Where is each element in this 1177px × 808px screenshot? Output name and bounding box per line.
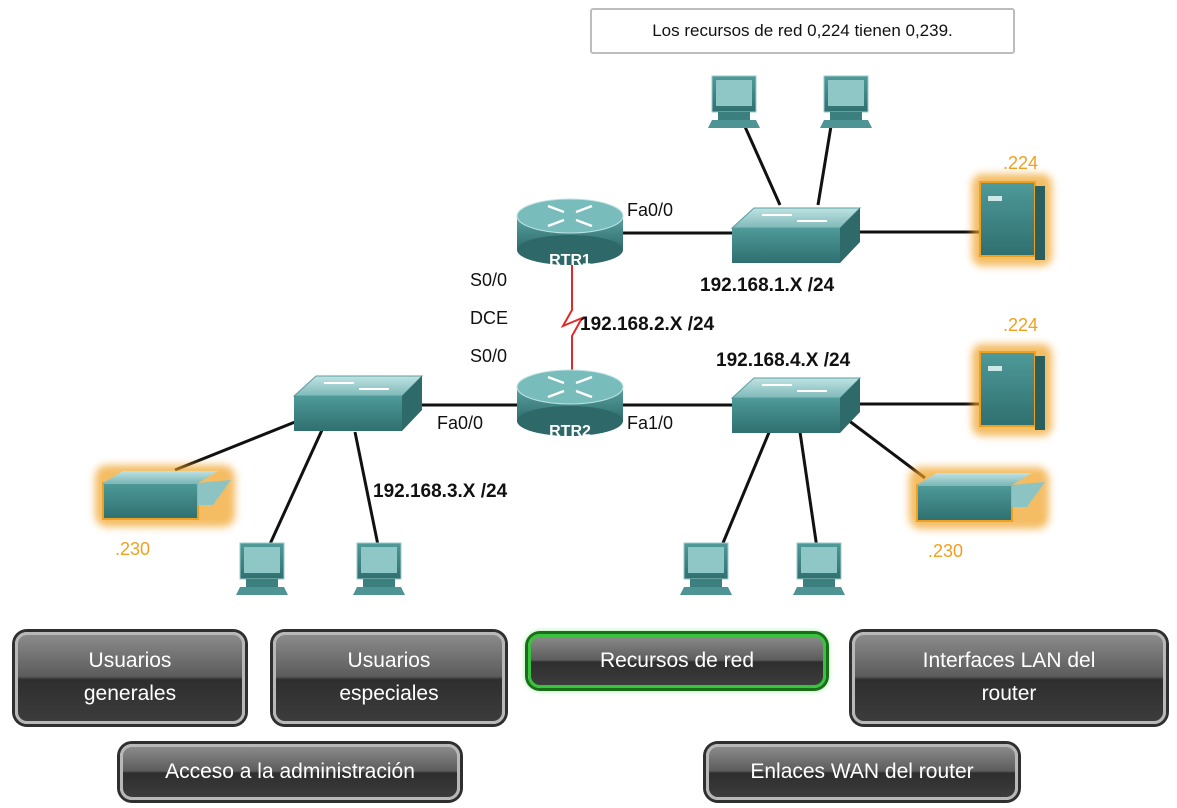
pc-5[interactable]	[236, 542, 288, 595]
router-rtr1[interactable]: RTR1	[516, 198, 624, 269]
network-4-label: 192.168.4.X /24	[716, 350, 851, 371]
server-top[interactable]	[972, 174, 1052, 266]
dce-label: DCE	[470, 308, 509, 328]
general-users-button[interactable]: Usuarios generales	[15, 632, 245, 724]
switch-1[interactable]	[730, 207, 862, 263]
server-bottom-address: .224	[1003, 315, 1039, 335]
router-lan-interfaces-button[interactable]: Interfaces LAN del router	[852, 632, 1166, 724]
router-rtr2-label: RTR2	[549, 423, 591, 440]
switch-2[interactable]	[730, 377, 862, 433]
network-links	[174, 119, 980, 556]
s0-0-top-label: S0/0	[470, 270, 508, 290]
special-users-button[interactable]: Usuarios especiales	[273, 632, 505, 724]
link-switch1-pc2	[816, 119, 834, 206]
link-switch2-printer2	[847, 418, 926, 480]
network-2-label: 192.168.2.X /24	[580, 314, 715, 335]
link-switch3-pc6	[353, 431, 382, 556]
rtr2-fa0-0-label: Fa0/0	[437, 413, 484, 433]
router-lan-line2: router	[981, 682, 1037, 705]
general-users-line1: Usuarios	[88, 649, 172, 673]
pc-1[interactable]	[708, 75, 760, 128]
rtr1-fa0-0-label: Fa0/0	[627, 200, 674, 220]
link-switch3-pc5	[263, 429, 324, 556]
link-switch2-pc3	[716, 429, 772, 556]
switch-3[interactable]	[292, 375, 424, 431]
network-resources-button[interactable]: Recursos de red	[528, 634, 826, 688]
printer-left-address: .230	[115, 539, 151, 559]
link-switch2-pc4	[798, 431, 820, 556]
server-top-address: .224	[1003, 153, 1039, 173]
rtr2-fa1-0-label: Fa1/0	[627, 413, 674, 433]
network-1-label: 192.168.1.X /24	[700, 275, 835, 296]
admin-access-label: Acceso a la administración	[165, 759, 415, 783]
link-switch1-pc1	[740, 119, 782, 206]
pc-3[interactable]	[680, 542, 732, 595]
pc-4[interactable]	[793, 542, 845, 595]
s0-0-bottom-label: S0/0	[470, 346, 508, 366]
router-wan-links-button[interactable]: Enlaces WAN del router	[706, 744, 1018, 800]
router-rtr1-label: RTR1	[549, 252, 591, 269]
pc-2[interactable]	[820, 75, 872, 128]
general-users-line2: generales	[83, 682, 177, 705]
server-bottom[interactable]	[972, 344, 1052, 436]
pc-6[interactable]	[353, 542, 405, 595]
network-3-label: 192.168.3.X /24	[373, 481, 508, 502]
printer-right-address: .230	[928, 541, 964, 561]
special-users-line2: especiales	[339, 682, 439, 705]
serial-link	[560, 262, 585, 378]
router-wan-label: Enlaces WAN del router	[750, 759, 974, 783]
router-rtr2[interactable]: RTR2	[516, 369, 624, 440]
special-users-line1: Usuarios	[347, 649, 431, 673]
printer-right[interactable]	[909, 467, 1049, 529]
printer-left[interactable]	[95, 465, 235, 527]
link-switch3-printer1	[174, 418, 301, 472]
router-lan-line1: Interfaces LAN del	[922, 649, 1096, 673]
network-resources-tooltip: Los recursos de red 0,224 tienen 0,239.	[590, 8, 1015, 54]
network-resources-label: Recursos de red	[599, 648, 755, 672]
admin-access-button[interactable]: Acceso a la administración	[120, 744, 460, 800]
